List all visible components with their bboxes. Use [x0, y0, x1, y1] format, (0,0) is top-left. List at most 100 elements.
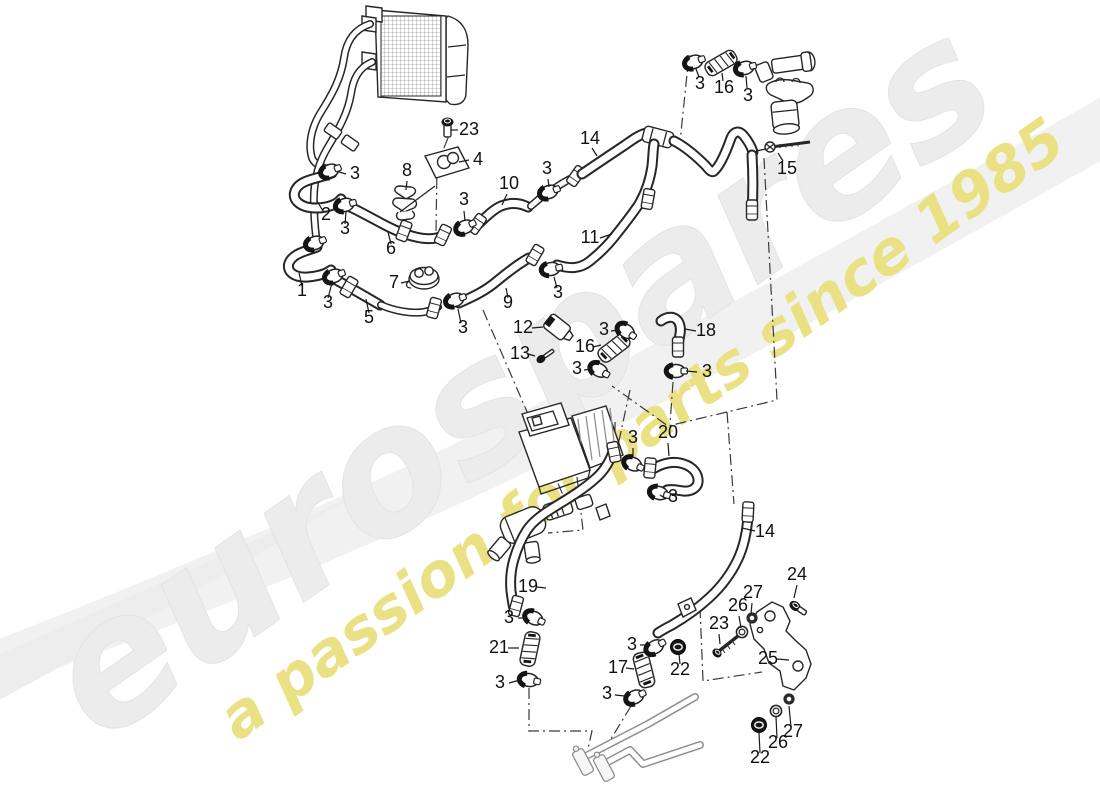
callout-leader [463, 210, 466, 222]
callout-leader [614, 694, 626, 697]
callout-label-20: 20 [658, 422, 678, 442]
callout-leader [685, 370, 698, 373]
callout-leader [777, 152, 784, 162]
callout-leader [457, 308, 462, 324]
callout-label-14: 14 [580, 128, 600, 148]
nut-26a [735, 625, 749, 639]
callout-label-16: 16 [714, 77, 734, 97]
callout-leader [741, 527, 756, 532]
callout-leader [583, 368, 592, 371]
callout-leader [316, 200, 324, 212]
callout-label-3: 3 [743, 85, 753, 105]
callout-leader [718, 633, 721, 645]
nut-22b [750, 716, 768, 734]
callout-label-13: 13 [510, 343, 530, 363]
callout-label-23: 23 [709, 613, 729, 633]
hose-11 [551, 138, 660, 274]
callout-label-27: 27 [743, 582, 763, 602]
callout-label-12: 12 [513, 317, 533, 337]
callout-leader [678, 653, 681, 665]
callout-leader [788, 705, 792, 728]
metal-twin-pipes [572, 693, 704, 782]
callout-label-6: 6 [386, 238, 396, 258]
heat-exchanger [361, 5, 469, 106]
callout-label-5: 5 [364, 307, 374, 327]
callout-label-3: 3 [627, 634, 637, 654]
callout-leader [501, 193, 508, 206]
callout-leader [553, 276, 558, 289]
callout-label-3: 3 [695, 73, 705, 93]
callout-label-14: 14 [755, 521, 775, 541]
hose-14-left [548, 125, 759, 221]
callout-label-9: 9 [503, 292, 513, 312]
callout-leader [547, 178, 550, 188]
clip-8 [392, 185, 436, 221]
bolt-13 [536, 348, 555, 364]
callout-leader [344, 211, 347, 225]
hose-9 [453, 242, 546, 309]
callout-leader [536, 586, 547, 589]
gasket-4 [423, 146, 471, 179]
callout-label-1: 1 [297, 280, 307, 300]
callout-label-3: 3 [459, 189, 469, 209]
callout-leader [738, 615, 742, 629]
callout-label-3: 3 [495, 672, 505, 692]
hose-5 [332, 274, 443, 320]
changeover-valve [701, 46, 816, 135]
callout-label-23: 23 [459, 119, 479, 139]
callout-label-3: 3 [323, 292, 333, 312]
callout-label-3: 3 [340, 218, 350, 238]
callout-label-21: 21 [489, 637, 509, 657]
callout-leader [592, 344, 602, 348]
callout-leader [508, 679, 521, 684]
screw-15 [755, 140, 811, 153]
watermark-brand-text: eurospares [8, 0, 1031, 779]
heater-unit [518, 402, 624, 495]
callout-leader [684, 328, 697, 332]
callout-leader [531, 326, 544, 329]
callout-label-2: 2 [321, 204, 331, 224]
callout-label-3: 3 [458, 317, 468, 337]
hose-2 [288, 167, 347, 214]
bolt-24 [789, 600, 808, 616]
sensor-12 [543, 313, 574, 342]
nut-26b [769, 704, 783, 718]
callout-leader [327, 282, 333, 299]
heater-pipes [306, 20, 376, 240]
washer-27b [783, 693, 795, 705]
callout-leader [667, 442, 670, 457]
callout-label-3: 3 [350, 163, 360, 183]
callout-leader [745, 75, 748, 89]
callout-leader [610, 329, 620, 332]
hose-10 [466, 187, 552, 237]
callout-leader [405, 180, 408, 191]
callout-leader [721, 72, 724, 82]
watermark-swoosh [0, 32, 1100, 700]
callout-label-3: 3 [668, 486, 678, 506]
callout-label-3: 3 [702, 361, 712, 381]
callout-label-3: 3 [599, 319, 609, 339]
callout-leader [695, 68, 700, 78]
connector-21 [517, 629, 543, 669]
callout-label-22: 22 [750, 747, 770, 767]
callout-leader [776, 658, 790, 661]
callout-label-26: 26 [728, 595, 748, 615]
callout-label-11: 11 [581, 227, 600, 247]
callout-label-25: 25 [758, 648, 778, 668]
hose-6 [342, 200, 453, 248]
callout-leader [625, 667, 635, 670]
callout-label-3: 3 [542, 158, 552, 178]
elbow-18 [655, 311, 686, 358]
callout-label-10: 10 [499, 173, 519, 193]
grommet-7 [405, 266, 440, 290]
callout-leader [365, 298, 370, 314]
callout-label-8: 8 [402, 160, 412, 180]
callout-label-3: 3 [572, 358, 582, 378]
callout-leader [599, 233, 613, 239]
callout-leader [298, 272, 303, 287]
callout-label-26: 26 [768, 732, 788, 752]
callout-leader [758, 732, 761, 754]
callout-label-4: 4 [473, 149, 483, 169]
